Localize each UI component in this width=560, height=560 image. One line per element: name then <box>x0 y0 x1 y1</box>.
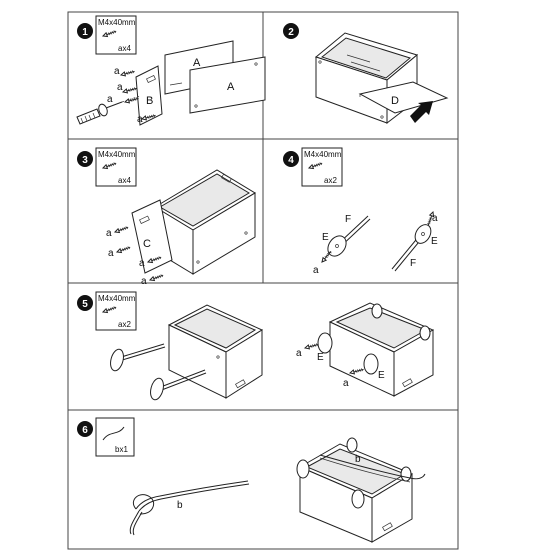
wheel-label: E <box>322 232 329 243</box>
panel-label: A <box>193 57 201 69</box>
axle-label: F <box>345 214 351 225</box>
step-number: 6 <box>82 425 88 436</box>
hardware-box: M4x40mm ax4 <box>95 147 137 187</box>
wagon-assembled: b <box>296 437 426 543</box>
panel-label: D <box>391 95 399 107</box>
axle-label: F <box>410 258 416 269</box>
screw-label: a <box>117 82 123 93</box>
screw-label: a <box>137 114 143 125</box>
screw-label: a <box>108 248 114 259</box>
screw-label: a <box>139 258 145 269</box>
step-number-badge <box>77 295 93 311</box>
screw-spec: M4x40mm <box>98 294 136 303</box>
wheel-icon <box>296 459 310 479</box>
screw-icon <box>121 85 138 95</box>
panel-label: C <box>143 238 151 250</box>
open-box <box>154 169 256 275</box>
step-number-badge <box>77 151 93 167</box>
wheel-axle-left: E F a <box>313 214 371 276</box>
screw-label: a <box>107 94 113 105</box>
rope-icon: b <box>129 480 250 536</box>
wheel-icon <box>317 332 333 354</box>
step-5: 5 M4x40mm ax2 <box>77 291 435 401</box>
bottom-panel-d: D <box>358 81 449 114</box>
hardware-qty: ax4 <box>118 44 131 53</box>
instruction-grid <box>67 11 459 550</box>
insert-arrow-icon <box>410 101 433 123</box>
wheel-label: E <box>317 352 324 363</box>
wheel-axle <box>110 343 166 372</box>
rope-label: b <box>355 454 361 465</box>
step-number-badge <box>77 421 93 437</box>
box-with-wheels: a E a E <box>296 302 435 397</box>
wheel-icon <box>371 303 383 319</box>
screw-label: a <box>114 66 120 77</box>
wheel-icon <box>400 466 412 482</box>
rope-label: b <box>177 500 183 511</box>
wheel-icon <box>150 377 164 401</box>
screwdriver-icon <box>76 101 123 125</box>
screw-icon <box>113 224 130 235</box>
wheel-icon <box>414 224 432 244</box>
wheel-axle-right: a E F <box>391 210 438 272</box>
screw-icon <box>119 68 136 78</box>
step-4: 4 M4x40mm ax2 E F a a E F <box>283 147 438 276</box>
step-3: 3 M4x40mm ax4 C a a a a <box>77 147 256 287</box>
panel-label: A <box>227 81 235 93</box>
step-number: 3 <box>82 155 88 166</box>
screw-label: a <box>432 213 438 224</box>
wheel-icon <box>419 325 431 341</box>
hardware-box: M4x40mm ax2 <box>301 147 343 187</box>
box-assembly <box>167 304 264 399</box>
step-number-badge <box>77 23 93 39</box>
end-panel-c: C <box>131 199 173 274</box>
screw-spec: M4x40mm <box>304 150 342 159</box>
hardware-qty: ax2 <box>324 176 337 185</box>
hardware-box: bx1 <box>95 417 135 457</box>
rope-icon <box>102 426 125 441</box>
screw-spec: M4x40mm <box>98 18 136 27</box>
screw-label: a <box>106 228 112 239</box>
step-number: 1 <box>82 27 88 38</box>
hardware-box: M4x40mm ax4 <box>95 15 137 55</box>
wheel-axle <box>150 369 207 401</box>
wheel-icon <box>110 348 124 372</box>
step-1: 1 M4x40mm ax4 A A B <box>76 15 266 126</box>
screw-label: a <box>141 276 147 287</box>
hardware-qty: bx1 <box>115 445 128 454</box>
step-2: 2 D <box>283 23 449 125</box>
wheel-icon <box>351 489 365 509</box>
step-number: 5 <box>82 299 88 310</box>
hardware-qty: ax2 <box>118 320 131 329</box>
screw-label: a <box>313 265 319 276</box>
screw-icon <box>148 272 165 283</box>
hardware-qty: ax4 <box>118 176 131 185</box>
panel-a-front: A <box>189 56 266 114</box>
end-panel-b: B <box>135 65 163 126</box>
step-number-badge <box>283 151 299 167</box>
hardware-box: M4x40mm ax2 <box>95 291 137 331</box>
step-number-badge <box>283 23 299 39</box>
rope-icon <box>319 454 426 480</box>
wheel-label: E <box>431 236 438 247</box>
screw-icon <box>319 249 334 264</box>
screw-label: a <box>296 348 302 359</box>
wheel-icon <box>327 235 347 257</box>
wheel-icon <box>346 437 358 453</box>
screw-spec: M4x40mm <box>98 150 136 159</box>
panel-label: B <box>146 95 153 107</box>
step-number: 4 <box>288 155 294 166</box>
screw-icon <box>115 244 132 255</box>
step-number: 2 <box>288 27 294 38</box>
screw-label: a <box>343 378 349 389</box>
wheel-label: E <box>378 370 385 381</box>
wheel-icon <box>363 353 379 375</box>
screw-icon <box>303 341 320 351</box>
step-6: 6 bx1 b b <box>77 417 426 543</box>
